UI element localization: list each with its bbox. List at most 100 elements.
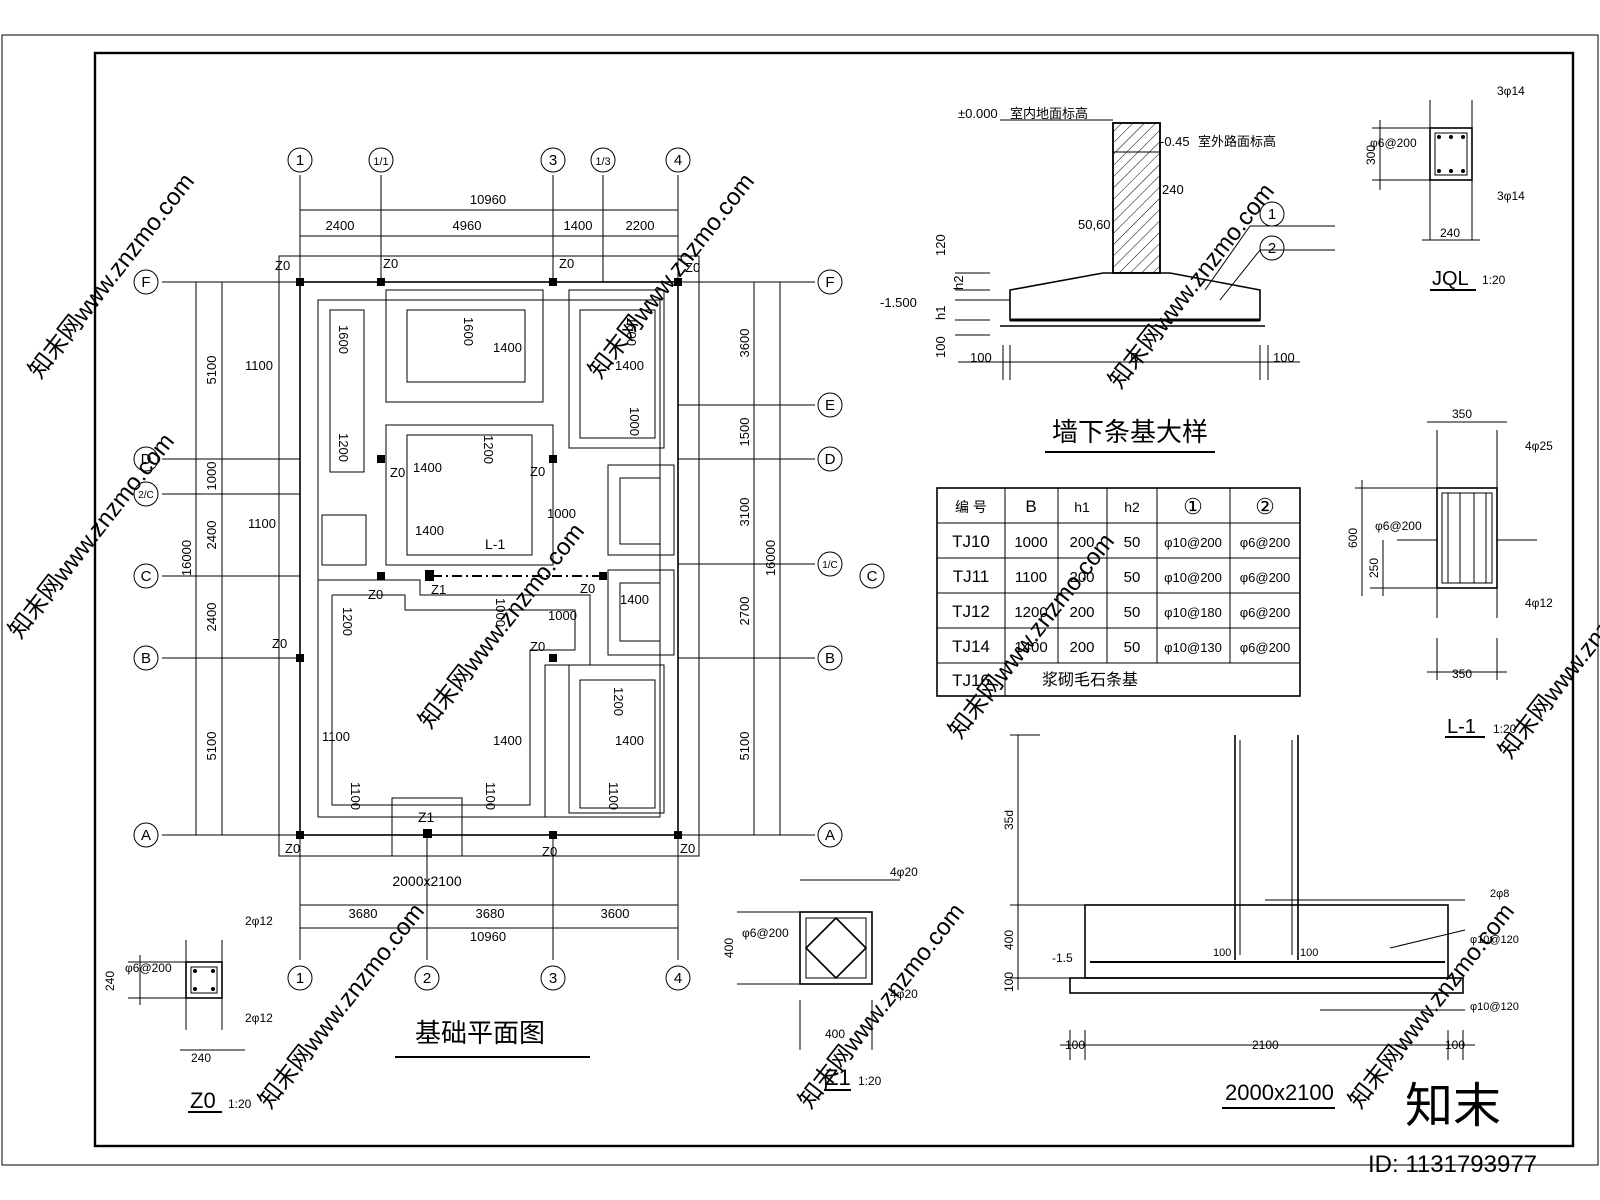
sheet-inner-border — [93, 51, 1575, 1148]
wall-thickness: 240 — [1162, 182, 1184, 197]
wall-offset: 50,60 — [1078, 217, 1111, 232]
z1-width: 400 — [825, 1027, 845, 1041]
dim-inner: 1100 — [322, 729, 350, 744]
dim-inner: 1400 — [493, 733, 522, 748]
z1-footing-detail: 35d 400 100 -1.5 2φ8 φ10@120 φ10@120 100… — [1002, 734, 1519, 1109]
footing-dim-100a: 100 — [1065, 1038, 1085, 1052]
z1-scale: 1:20 — [858, 1074, 882, 1088]
label-z0: Z0 — [530, 639, 545, 654]
z1-stirrup: φ6@200 — [742, 926, 789, 940]
label-z0: Z0 — [285, 841, 300, 856]
dim-top-1: 2400 — [326, 218, 355, 233]
axis-right-F: F — [825, 274, 834, 291]
dim-top-2: 4960 — [453, 218, 482, 233]
axis-right-C: C — [867, 568, 878, 585]
z1-top-bars: 4φ20 — [890, 865, 918, 879]
footing-table: 编 号 B h1 h2 ① ② TJ10 1000 200 50 φ10@200… — [936, 487, 1301, 697]
z1-column-mark — [423, 829, 432, 838]
footing-elev: -1.5 — [1052, 951, 1073, 965]
table-cell: φ6@200 — [1240, 640, 1291, 655]
dim-h1: h1 — [933, 306, 948, 320]
dim-inner: 1000 — [627, 407, 642, 436]
dim-inner: 1400 — [415, 523, 444, 538]
dim-inner: 1000 — [548, 608, 577, 623]
label-z0: Z0 — [530, 464, 545, 479]
plan-dim-lines — [195, 209, 781, 929]
axis-bottom-1: 1 — [296, 970, 304, 987]
table-cell: φ10@180 — [1164, 605, 1222, 620]
table-cell: φ10@200 — [1164, 570, 1222, 585]
table-cell: TJ16 — [952, 671, 990, 690]
table-cell: 200 — [1069, 569, 1094, 586]
table-header-h2: h2 — [1124, 499, 1140, 515]
watermark-layer: 知末网www.znzmo.com 知末网www.znzmo.com 知末网www… — [3, 168, 1600, 1178]
dim-bottom-3: 3600 — [601, 906, 630, 921]
watermark-id: ID: 1131793977 — [1368, 1151, 1537, 1178]
dim-right-2: 1500 — [737, 418, 752, 447]
z1-detail: 4φ20 4φ20 φ6@200 400 400 Z1 1:20 — [722, 865, 918, 1091]
axis-bottom-2: 2 — [423, 970, 431, 987]
label-z0: Z0 — [383, 256, 398, 271]
jql-width: 240 — [1440, 226, 1460, 240]
label-z0: Z0 — [368, 587, 383, 602]
wall-strip-detail: 1 2 ±0.000 室内地面标高 -0.45 室外路面标高 240 50,60… — [880, 106, 1335, 453]
dim-100-v: 100 — [933, 336, 948, 358]
axis-bottom-4: 4 — [674, 970, 682, 987]
table-header-bar2: ② — [1255, 494, 1275, 519]
jql-height: 300 — [1364, 145, 1378, 165]
l1-bottom-bars: 4φ12 — [1525, 596, 1553, 610]
footing-bar-2: 2φ8 — [1490, 888, 1509, 900]
table-cell: 200 — [1069, 534, 1094, 551]
footing-h100: 100 — [1002, 972, 1016, 992]
table-cell: 1200 — [1014, 604, 1047, 621]
dim-inner: 1200 — [481, 435, 496, 464]
jql-bottom-bars: 3φ14 — [1497, 189, 1525, 203]
elev-indoor-text: 室内地面标高 — [1010, 106, 1088, 121]
z1-title: Z1 — [825, 1065, 851, 1090]
z0-top-bars: 2φ12 — [245, 914, 273, 928]
l1-height: 600 — [1346, 528, 1360, 548]
dim-bottom-1: 3680 — [349, 906, 378, 921]
dim-B: B — [1130, 350, 1139, 365]
wall-outline — [299, 281, 679, 836]
axis-right-A: A — [825, 827, 835, 844]
label-z0: Z0 — [390, 465, 405, 480]
jql-detail: 3φ14 3φ14 φ6@200 300 240 JQL 1:20 — [1364, 84, 1525, 291]
table-cell: 50 — [1124, 569, 1141, 586]
label-z0: Z0 — [685, 260, 700, 275]
z0-scale: 1:20 — [228, 1097, 252, 1111]
foundation-plan: 1 1/1 3 1/3 4 1 2 3 4 F D 2/C C B A F E … — [133, 147, 885, 1058]
dim-inner: 1100 — [248, 516, 276, 531]
z0-bottom-bars: 2φ12 — [245, 1011, 273, 1025]
label-z1-footing: Z1 — [418, 809, 435, 825]
axis-left-C: C — [141, 568, 152, 585]
label-z0: Z0 — [272, 636, 287, 651]
table-cell: 浆砌毛石条基 — [1042, 671, 1138, 689]
axis-left-A: A — [141, 827, 151, 844]
axis-top-1: 1 — [296, 152, 304, 169]
dim-left-5: 5100 — [204, 732, 219, 761]
label-z1-size: 2000x2100 — [392, 873, 462, 889]
plan-dim-texts: 10960 2400 4960 1400 2200 3680 3680 3600… — [179, 192, 778, 944]
jql-title: JQL — [1432, 268, 1469, 290]
z0-stirrup: φ6@200 — [125, 961, 172, 975]
footing-bar-top: φ10@120 — [1470, 934, 1519, 946]
axis-top-3: 3 — [549, 152, 557, 169]
l1-h250: 250 — [1367, 558, 1381, 578]
plan-title: 基础平面图 — [415, 1018, 545, 1048]
dim-inner: 1100 — [606, 782, 621, 810]
axis-left-D: D — [141, 451, 152, 468]
watermark-site: 知末网www.znzmo.com — [583, 168, 759, 383]
watermark-site: 知末网www.znzmo.com — [253, 898, 429, 1113]
axis-labels: 1 1/1 3 1/3 4 1 2 3 4 F D 2/C C B A F E … — [138, 152, 877, 987]
table-cell: TJ12 — [952, 602, 990, 621]
dim-inner: 1100 — [348, 782, 363, 810]
z1-bottom-bars: 4φ20 — [890, 987, 918, 1001]
watermark-site: 知末网www.znzmo.com — [1493, 548, 1600, 763]
l1-title: L-1 — [1447, 716, 1476, 738]
z0-column-marks — [296, 278, 682, 839]
dim-top-3: 1400 — [564, 218, 593, 233]
outer-footing-outline — [278, 255, 700, 857]
table-cell: TJ14 — [952, 637, 990, 656]
